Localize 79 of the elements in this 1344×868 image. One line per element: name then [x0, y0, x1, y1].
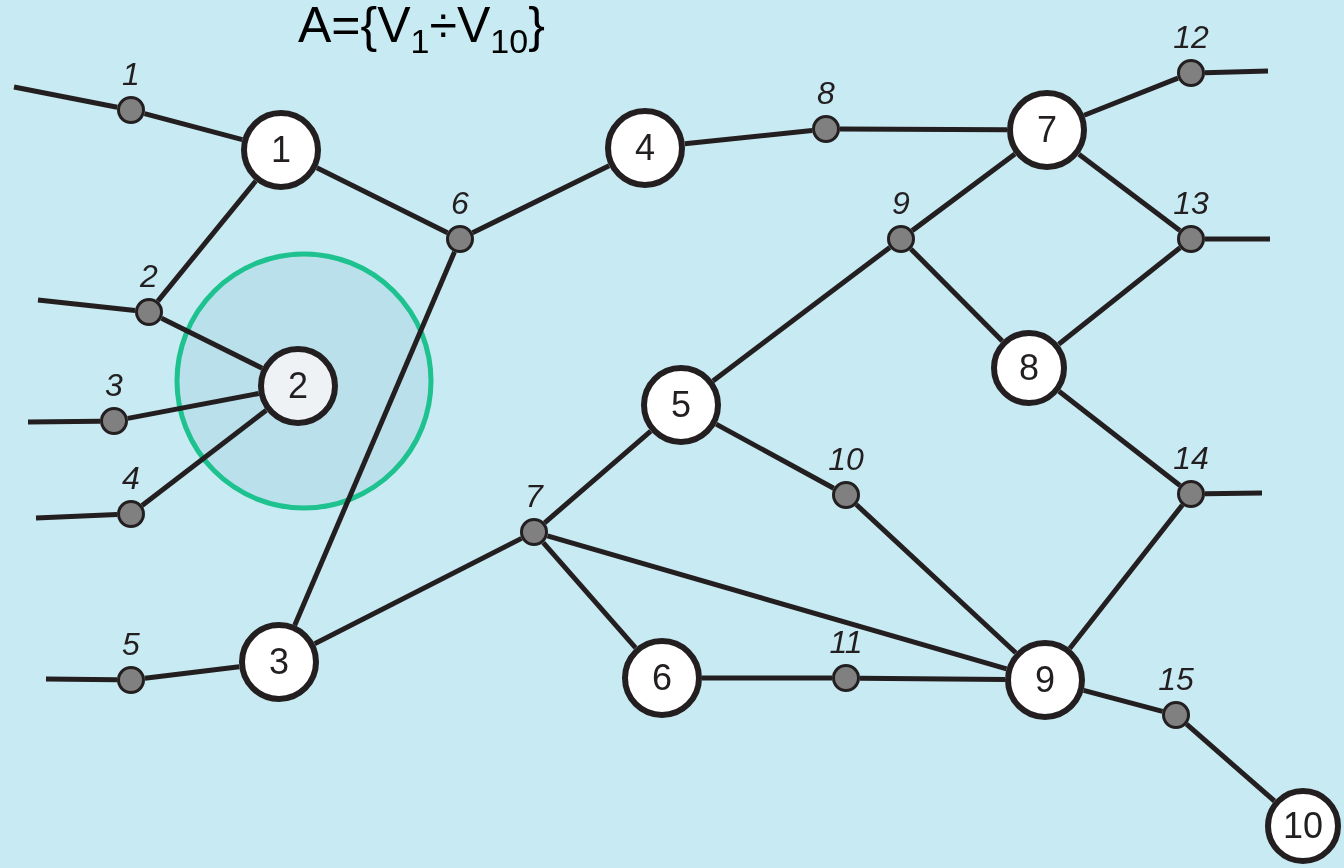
- junction-dot: [1177, 480, 1205, 508]
- junction-number: 10: [828, 443, 864, 475]
- vertex-number: 8: [1019, 350, 1039, 386]
- connector-line: [160, 316, 264, 371]
- vertex-number: 2: [288, 368, 308, 404]
- vertex-number: 9: [1035, 662, 1055, 698]
- junction-number: 13: [1173, 187, 1209, 219]
- connector-line: [140, 408, 268, 508]
- connector-line: [13, 84, 118, 110]
- connector-line: [1205, 236, 1270, 242]
- junction-dot: [1177, 59, 1205, 87]
- connector-line: [1083, 75, 1179, 118]
- connector-line: [155, 179, 258, 303]
- junction-number: 6: [451, 187, 469, 219]
- junction-number: 7: [525, 480, 543, 512]
- junction-number: 14: [1173, 442, 1209, 474]
- junction-dot: [812, 115, 840, 143]
- connector-line: [471, 163, 611, 236]
- junction-dot: [520, 518, 548, 546]
- junction-number: 12: [1173, 21, 1209, 53]
- connector-line: [35, 512, 118, 521]
- connector-line: [840, 126, 1007, 133]
- vertex-number: 3: [269, 644, 289, 680]
- connector-line: [292, 250, 457, 627]
- connector-line: [714, 421, 835, 491]
- junction-number: 15: [1158, 663, 1194, 695]
- junction-number: 2: [140, 260, 158, 292]
- vertex-number: 7: [1037, 112, 1057, 148]
- connector-line: [546, 533, 1008, 672]
- connector-line: [143, 111, 243, 143]
- connector-line: [1067, 503, 1185, 651]
- set-formula-title: A={V$_{1}$÷V$_{10}$}: [298, 0, 545, 61]
- junction-dot: [117, 96, 145, 124]
- connector-line: [1077, 152, 1182, 233]
- junction-number: 1: [122, 58, 140, 90]
- connector-line: [702, 675, 832, 681]
- junction-number: 11: [829, 626, 863, 658]
- connector-line: [313, 536, 523, 647]
- junction-dot: [1162, 701, 1190, 729]
- connector-line: [1057, 245, 1182, 347]
- junction-number: 9: [892, 187, 910, 219]
- junction-number: 5: [122, 628, 140, 660]
- connector-line: [542, 429, 653, 525]
- junction-number: 4: [122, 462, 140, 494]
- connector-line: [315, 165, 449, 235]
- junction-dot: [832, 664, 860, 692]
- vertex-number: 10: [1282, 808, 1323, 844]
- vertex-number: 4: [635, 130, 655, 166]
- connector-line: [859, 675, 1006, 683]
- junction-number: 8: [817, 77, 835, 109]
- junction-dot: [832, 481, 860, 509]
- connector-line: [1184, 722, 1277, 803]
- connector-line: [27, 418, 101, 425]
- vertex-number: 6: [652, 660, 672, 696]
- connector-line: [1057, 389, 1182, 488]
- junction-dot: [446, 225, 474, 253]
- vertex-number: 5: [671, 387, 691, 423]
- connector-line: [684, 127, 813, 147]
- junction-number: 3: [105, 369, 123, 401]
- junction-dot: [135, 298, 163, 326]
- junction-dot: [117, 500, 145, 528]
- connector-line: [1204, 68, 1269, 76]
- connector-line: [909, 247, 1004, 343]
- connector-line: [127, 391, 260, 421]
- junction-dot: [100, 407, 128, 435]
- junction-dot: [117, 666, 145, 694]
- connector-line: [541, 540, 638, 650]
- vertex-circle: [991, 330, 1067, 406]
- connector-line: [910, 151, 1017, 233]
- junction-dot: [887, 225, 915, 253]
- connector-line: [37, 297, 136, 313]
- connector-line: [854, 502, 1018, 655]
- connector-line: [711, 245, 892, 383]
- connector-line: [144, 664, 240, 681]
- junction-dot: [1177, 225, 1205, 253]
- vertex-number: 1: [271, 132, 291, 168]
- connector-line: [45, 676, 118, 683]
- connector-line: [1083, 687, 1164, 714]
- connector-line: [1204, 490, 1263, 497]
